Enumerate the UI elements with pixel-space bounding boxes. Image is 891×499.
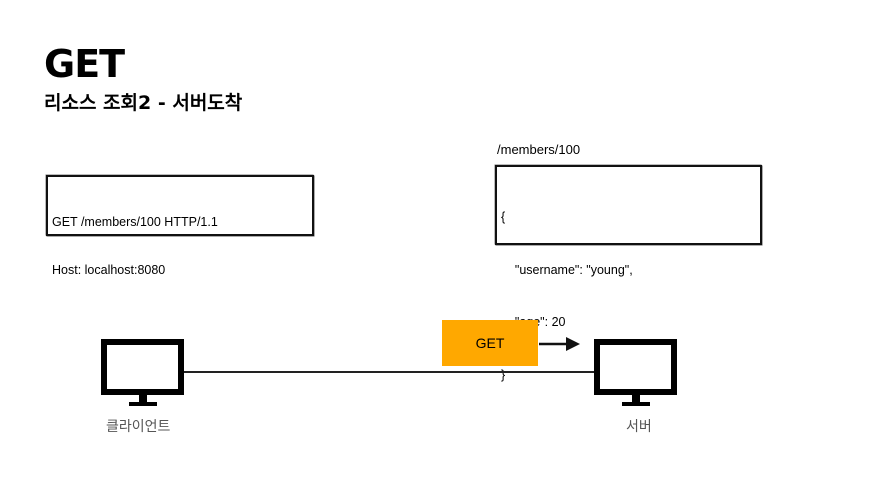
json-line: {: [501, 210, 506, 224]
arrow-right-icon: [539, 337, 580, 351]
client-label: 클라이언트: [106, 419, 171, 435]
request-line: GET /members/100 HTTP/1.1: [52, 215, 218, 229]
server-monitor-icon: [594, 339, 677, 406]
page-title: GET: [44, 42, 125, 86]
get-message-label: GET: [475, 335, 505, 351]
network-connection-line: [184, 371, 595, 373]
client-monitor-icon: [101, 339, 184, 406]
http-request-box: GET /members/100 HTTP/1.1 Host: localhos…: [46, 175, 314, 277]
resource-path-label: /members/100: [497, 142, 581, 157]
json-line: "username": "young",: [501, 262, 633, 277]
get-message-badge: GET: [442, 320, 538, 366]
host-header-line: Host: localhost:8080: [52, 263, 166, 277]
page-subtitle: 리소스 조회2 - 서버도착: [44, 92, 243, 114]
json-line: "age": 20: [515, 315, 566, 329]
json-line: }: [501, 367, 506, 382]
resource-data-box: { "username": "young", "age": 20 }: [495, 165, 762, 382]
server-label: 서버: [626, 419, 652, 435]
